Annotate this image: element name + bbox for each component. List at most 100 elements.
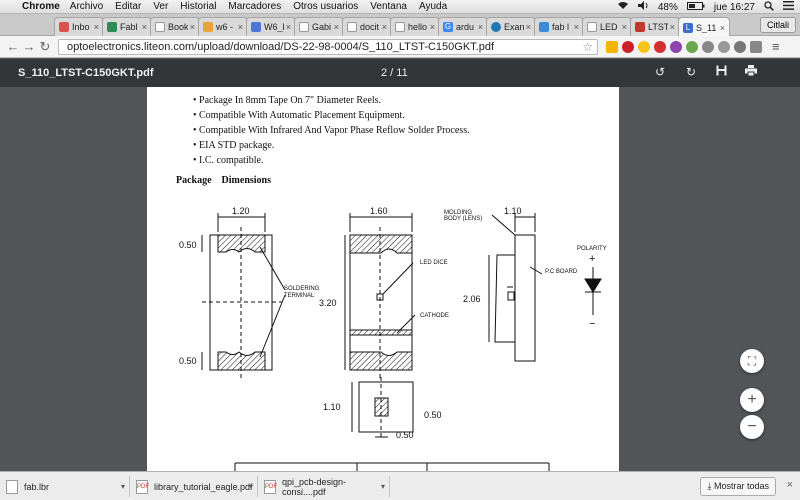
close-tab-icon[interactable]: × [237, 22, 243, 32]
puzzle-extension-icon[interactable] [750, 41, 762, 53]
close-tab-icon[interactable]: × [573, 22, 579, 32]
close-tab-icon[interactable]: × [93, 22, 99, 32]
menu-ventana[interactable]: Ventana [370, 1, 407, 12]
menu-historial[interactable]: Historial [180, 1, 217, 12]
download-filename: qpi_pcb-design-consi....pdf [282, 476, 347, 497]
tab-fablab[interactable]: fab l× [534, 17, 584, 36]
close-shelf-icon[interactable]: × [786, 479, 793, 491]
file-icon [6, 479, 18, 494]
rotate-counterclockwise-icon[interactable]: ↺ [654, 65, 666, 79]
download-item[interactable]: fab.lbr ▾ [0, 476, 130, 497]
download-item[interactable]: PDF library_tutorial_eagle.pdf ▾ [130, 476, 258, 497]
menu-ver[interactable]: Ver [153, 1, 169, 12]
page-indicator[interactable]: 2 / 11 [381, 67, 408, 79]
pdf-viewer-area[interactable]: • Package In 8mm Tape On 7" Diameter Ree… [0, 87, 800, 471]
package-dimensions-heading: Package Dimensions [176, 175, 271, 186]
url-text[interactable]: optoelectronics.liteon.com/upload/downlo… [67, 41, 495, 53]
fit-to-page-icon[interactable]: ⛶ [740, 349, 764, 373]
chevron-down-icon[interactable]: ▾ [248, 482, 253, 491]
tab-w6[interactable]: w6 -× [198, 17, 248, 36]
tab-ltst[interactable]: LTST× [630, 17, 680, 36]
close-tab-icon[interactable]: × [189, 22, 195, 32]
close-tab-icon[interactable]: × [285, 22, 291, 32]
emoji-extension-icon[interactable] [638, 41, 650, 53]
dim-label: 0.50 [179, 356, 197, 366]
zoom-out-icon[interactable]: − [740, 415, 764, 439]
volume-icon[interactable] [637, 1, 649, 13]
menu-archivo[interactable]: Archivo [69, 1, 104, 12]
callout-label: TERMINAL [284, 293, 315, 299]
tab-led[interactable]: LED× [582, 17, 632, 36]
notification-center-icon[interactable] [783, 1, 794, 13]
polarity-minus: − [589, 318, 595, 330]
extension-icon[interactable] [718, 41, 730, 53]
show-all-downloads-button[interactable]: ⤓ Mostrar todas [700, 477, 776, 496]
close-tab-icon[interactable]: × [477, 22, 483, 32]
extension-icon[interactable] [606, 41, 618, 53]
tab-w6-doc[interactable]: W6_l× [246, 17, 296, 36]
bookmark-star-icon[interactable]: ☆ [582, 40, 593, 54]
menu-marcadores[interactable]: Marcadores [228, 1, 282, 12]
menubar-clock[interactable]: jue 16:27 [713, 1, 755, 13]
dim-label: 0.50 [396, 430, 414, 440]
tab-book[interactable]: Book× [150, 17, 200, 36]
close-tab-icon[interactable]: × [333, 22, 339, 32]
menu-hamburger-icon[interactable]: ≡ [772, 39, 780, 54]
rotate-clockwise-icon[interactable]: ↻ [685, 65, 697, 79]
drive-icon [203, 22, 213, 32]
adblock-icon[interactable] [654, 41, 666, 53]
document-icon [155, 22, 165, 32]
extension-icon[interactable] [702, 41, 714, 53]
close-tab-icon[interactable]: × [719, 22, 725, 33]
top-view-terminal-bottom [349, 351, 413, 371]
tab-fablab-sheet[interactable]: Fabl× [102, 17, 152, 36]
chevron-down-icon[interactable]: ▾ [380, 482, 385, 491]
zoom-in-icon[interactable]: + [740, 388, 764, 412]
menu-otros-usuarios[interactable]: Otros usuarios [293, 1, 359, 12]
download-filename: library_tutorial_eagle.pdf [154, 481, 253, 492]
spotlight-search-icon[interactable] [764, 0, 774, 14]
pdf-file-icon: PDF [136, 479, 149, 494]
close-tab-icon[interactable]: × [429, 22, 435, 32]
menu-editar[interactable]: Editar [115, 1, 142, 12]
menu-app-name[interactable]: Chrome [22, 1, 60, 12]
print-icon[interactable] [743, 64, 759, 80]
close-tab-icon[interactable]: × [525, 22, 531, 32]
tab-hello[interactable]: hello× [390, 17, 440, 36]
battery-percent[interactable]: 48% [657, 1, 678, 13]
address-bar[interactable]: optoelectronics.liteon.com/upload/downlo… [58, 39, 598, 55]
callout-label: LED DICE [420, 260, 448, 266]
close-tab-icon[interactable]: × [381, 22, 387, 32]
download-item[interactable]: PDF qpi_pcb-design-consi....pdf ▾ [258, 476, 390, 497]
back-icon[interactable]: ← [6, 38, 20, 54]
document-icon [299, 22, 309, 32]
reload-icon[interactable]: ↻ [39, 38, 51, 54]
save-icon[interactable] [713, 64, 729, 80]
chevron-down-icon[interactable]: ▾ [120, 482, 125, 491]
bottom-view-body [358, 381, 414, 433]
callout-label: MOLDING [444, 210, 472, 216]
callout-label: SOLDERING [284, 286, 320, 292]
tab-gabi[interactable]: Gabi× [294, 17, 344, 36]
document-icon [395, 22, 405, 32]
close-tab-icon[interactable]: × [141, 22, 147, 32]
wifi-icon[interactable] [617, 1, 629, 13]
download-shelf: fab.lbr ▾ PDF library_tutorial_eagle.pdf… [0, 471, 800, 500]
extension-icon[interactable] [734, 41, 746, 53]
gmail-icon [59, 22, 69, 32]
tab-example[interactable]: Exan× [486, 17, 536, 36]
close-tab-icon[interactable]: × [669, 22, 675, 32]
pinterest-icon[interactable] [622, 41, 634, 53]
menu-ayuda[interactable]: Ayuda [418, 1, 448, 12]
extension-icon[interactable] [686, 41, 698, 53]
extension-icon[interactable] [670, 41, 682, 53]
forward-icon[interactable]: → [22, 38, 36, 54]
tab-docit[interactable]: docit× [342, 17, 392, 36]
battery-icon[interactable] [686, 1, 705, 13]
tab-inbox[interactable]: Inbo× [54, 17, 104, 36]
browser-toolbar: ← → ↻ optoelectronics.liteon.com/upload/… [0, 36, 800, 58]
profile-button[interactable]: Citlali [759, 17, 796, 33]
close-tab-icon[interactable]: × [621, 22, 627, 32]
